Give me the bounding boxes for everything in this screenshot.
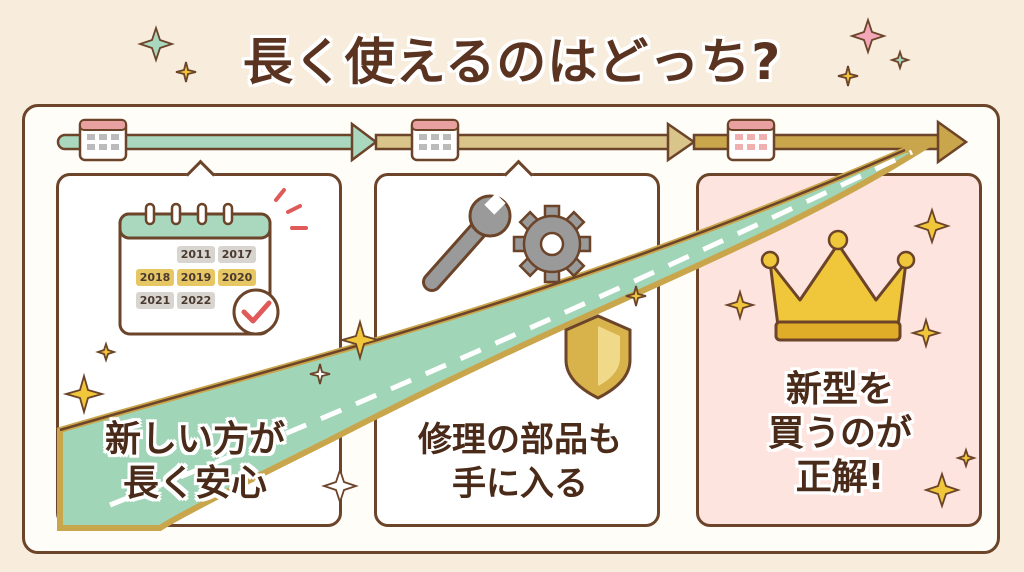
- calendar-year-cell: [218, 292, 256, 309]
- calendar-year-cell: 2019: [177, 269, 215, 286]
- caption-line: 修理の部品も: [418, 420, 622, 460]
- calendar-year-cell: 2017: [218, 246, 256, 263]
- caption-line: 新しい方が: [104, 419, 285, 460]
- crown-icon: [760, 229, 916, 342]
- calendar-year-cell: 2022: [177, 292, 215, 309]
- sparkle-icon: [62, 17, 977, 509]
- caption-line: 長く安心: [122, 463, 267, 504]
- check-icon: [232, 288, 280, 336]
- step-1-caption: 新しい方が 長く安心: [70, 418, 320, 506]
- timeline-calendar-icon: [410, 118, 460, 162]
- gear-icon: [512, 204, 592, 284]
- timeline-calendar-icon: [78, 118, 128, 162]
- emphasis-lines-icon: [274, 188, 308, 230]
- step-3-caption: 新型を 買うのが 正解!: [750, 368, 930, 500]
- calendar-year-cell: [136, 246, 174, 263]
- caption-line: 手に入る: [452, 464, 588, 504]
- timeline-calendar-icon: [726, 118, 776, 162]
- step-2-caption: 修理の部品も 手に入る: [390, 418, 650, 506]
- calendar-year-cell: 2018: [136, 269, 174, 286]
- calendar-year-cell: 2021: [136, 292, 174, 309]
- timeline-arrow: [56, 119, 969, 165]
- calendar-year-cell: 2020: [218, 269, 256, 286]
- caption-line: 買うのが: [767, 413, 912, 454]
- wrench-icon: [422, 193, 512, 292]
- calendar-year-cell: 2011: [177, 246, 215, 263]
- caption-line: 新型を: [785, 369, 894, 410]
- caption-line: 正解!: [795, 457, 885, 498]
- shield-icon: [564, 314, 632, 400]
- page-title: 長く使えるのはどっち?: [242, 33, 782, 91]
